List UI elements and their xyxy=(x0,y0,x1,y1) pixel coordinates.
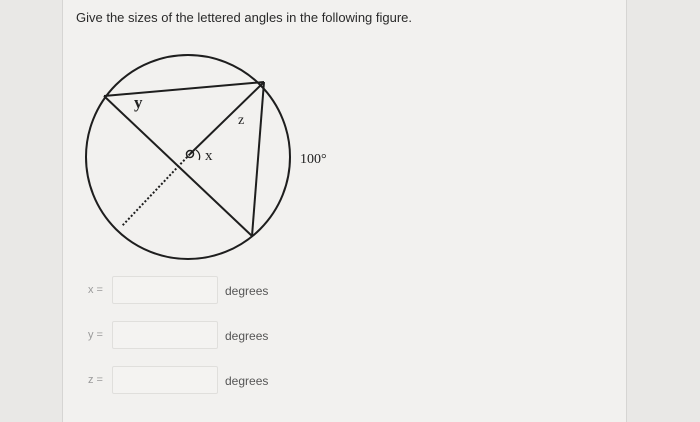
z-input[interactable] xyxy=(112,366,218,394)
y-label: y = xyxy=(88,329,103,341)
y-unit: degrees xyxy=(225,329,269,343)
x-label: x = xyxy=(88,284,103,296)
question-text: Give the sizes of the lettered angles in… xyxy=(76,10,413,25)
answer-row-x: x = degrees xyxy=(0,276,700,306)
answer-row-y: y = degrees xyxy=(0,321,700,351)
x-input[interactable] xyxy=(112,276,218,304)
z-unit: degrees xyxy=(225,374,269,388)
z-label: z = xyxy=(88,374,103,386)
x-unit: degrees xyxy=(225,284,269,298)
answer-row-z: z = degrees xyxy=(0,366,700,396)
y-input[interactable] xyxy=(112,321,218,349)
content-panel xyxy=(62,0,627,422)
